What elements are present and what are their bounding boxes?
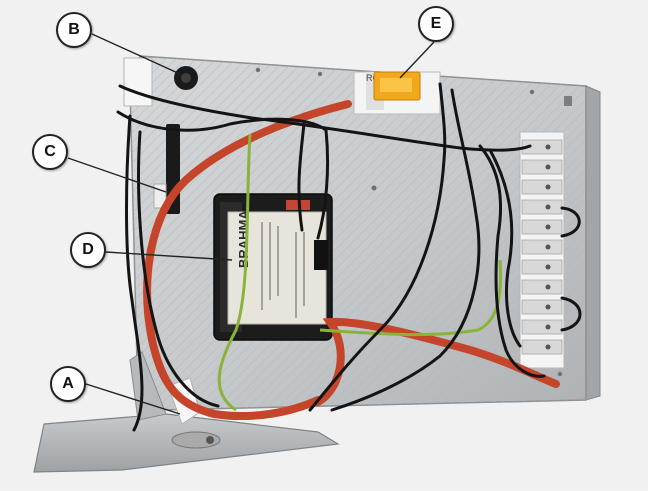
relay-text: RC [366,73,379,83]
relay-e: RC [353,71,441,115]
wiring-harness [116,82,582,432]
callout-leader-lines [67,33,435,415]
terminal-block [519,131,565,369]
ground-wire [217,133,503,412]
ignition-controller: BRAHMA [213,193,333,341]
callout-d-label: D [70,232,106,268]
callout-e-label: E [418,6,454,42]
callout-c-label: C [32,134,68,170]
callout-b-label: B [56,12,92,48]
callout-a-label: A [50,366,86,402]
component-b-sensor [123,57,198,107]
